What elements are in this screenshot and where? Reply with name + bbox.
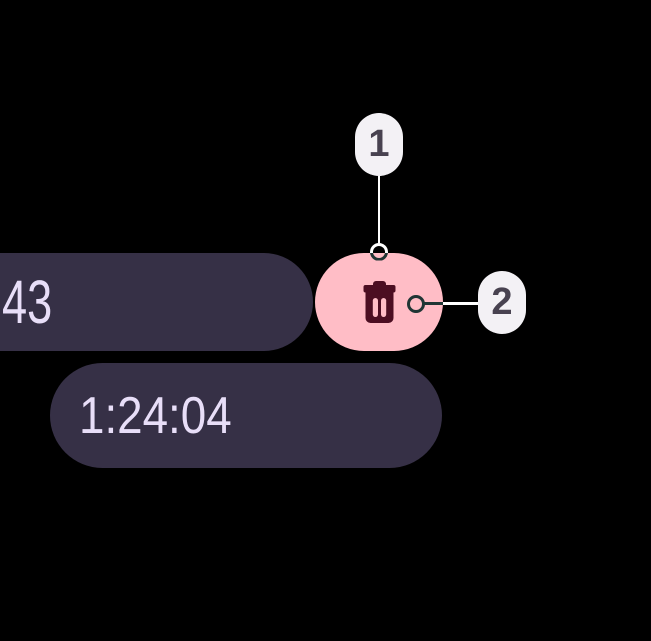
- callout-2-connector-line-dark: [424, 302, 443, 305]
- count-chip: 43: [0, 253, 313, 351]
- callout-2-target-ring: [406, 294, 425, 313]
- timer-chip-label: 1:24:04: [79, 386, 232, 445]
- count-chip-label: 43: [2, 268, 53, 336]
- timer-chip: 1:24:04: [50, 363, 442, 468]
- callout-1-target-ring-dark-half: [370, 253, 388, 261]
- callout-2-connector-line-light: [443, 302, 478, 305]
- callout-1-connector-line: [377, 176, 381, 243]
- callout-badge-2-label: 2: [491, 281, 513, 323]
- trash-icon: [363, 280, 396, 324]
- callout-badge-1-label: 1: [368, 123, 390, 165]
- callout-1-target-ring: [370, 242, 388, 253]
- callout-badge-1: 1: [355, 113, 403, 176]
- callout-badge-2: 2: [478, 271, 526, 334]
